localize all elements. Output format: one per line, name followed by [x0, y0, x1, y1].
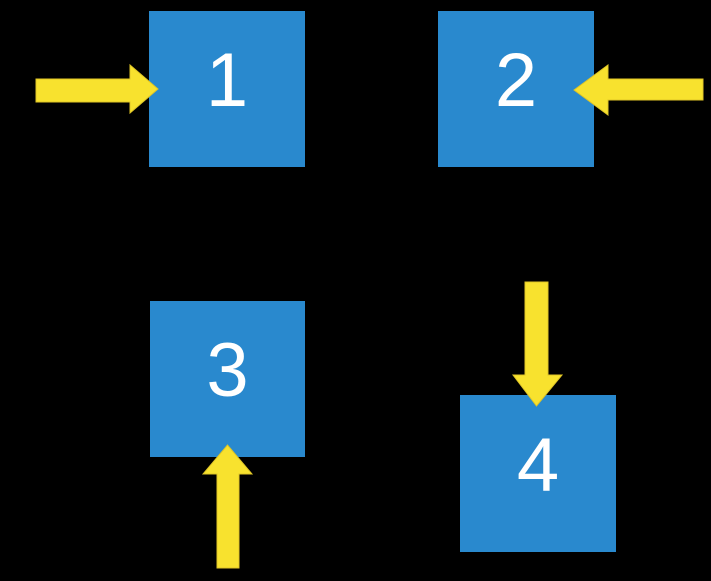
arrow-right-icon: [35, 63, 159, 115]
square-3-label: 3: [206, 328, 249, 413]
arrow-up-icon: [201, 444, 254, 569]
square-4: 4: [460, 395, 616, 552]
square-1-label: 1: [205, 38, 249, 123]
square-4-label: 4: [516, 422, 560, 508]
square-1: 1: [149, 11, 305, 167]
square-2: 2: [438, 11, 594, 167]
arrow-down-icon: [511, 281, 564, 407]
square-2-label: 2: [494, 38, 538, 123]
square-3: 3: [150, 301, 305, 457]
